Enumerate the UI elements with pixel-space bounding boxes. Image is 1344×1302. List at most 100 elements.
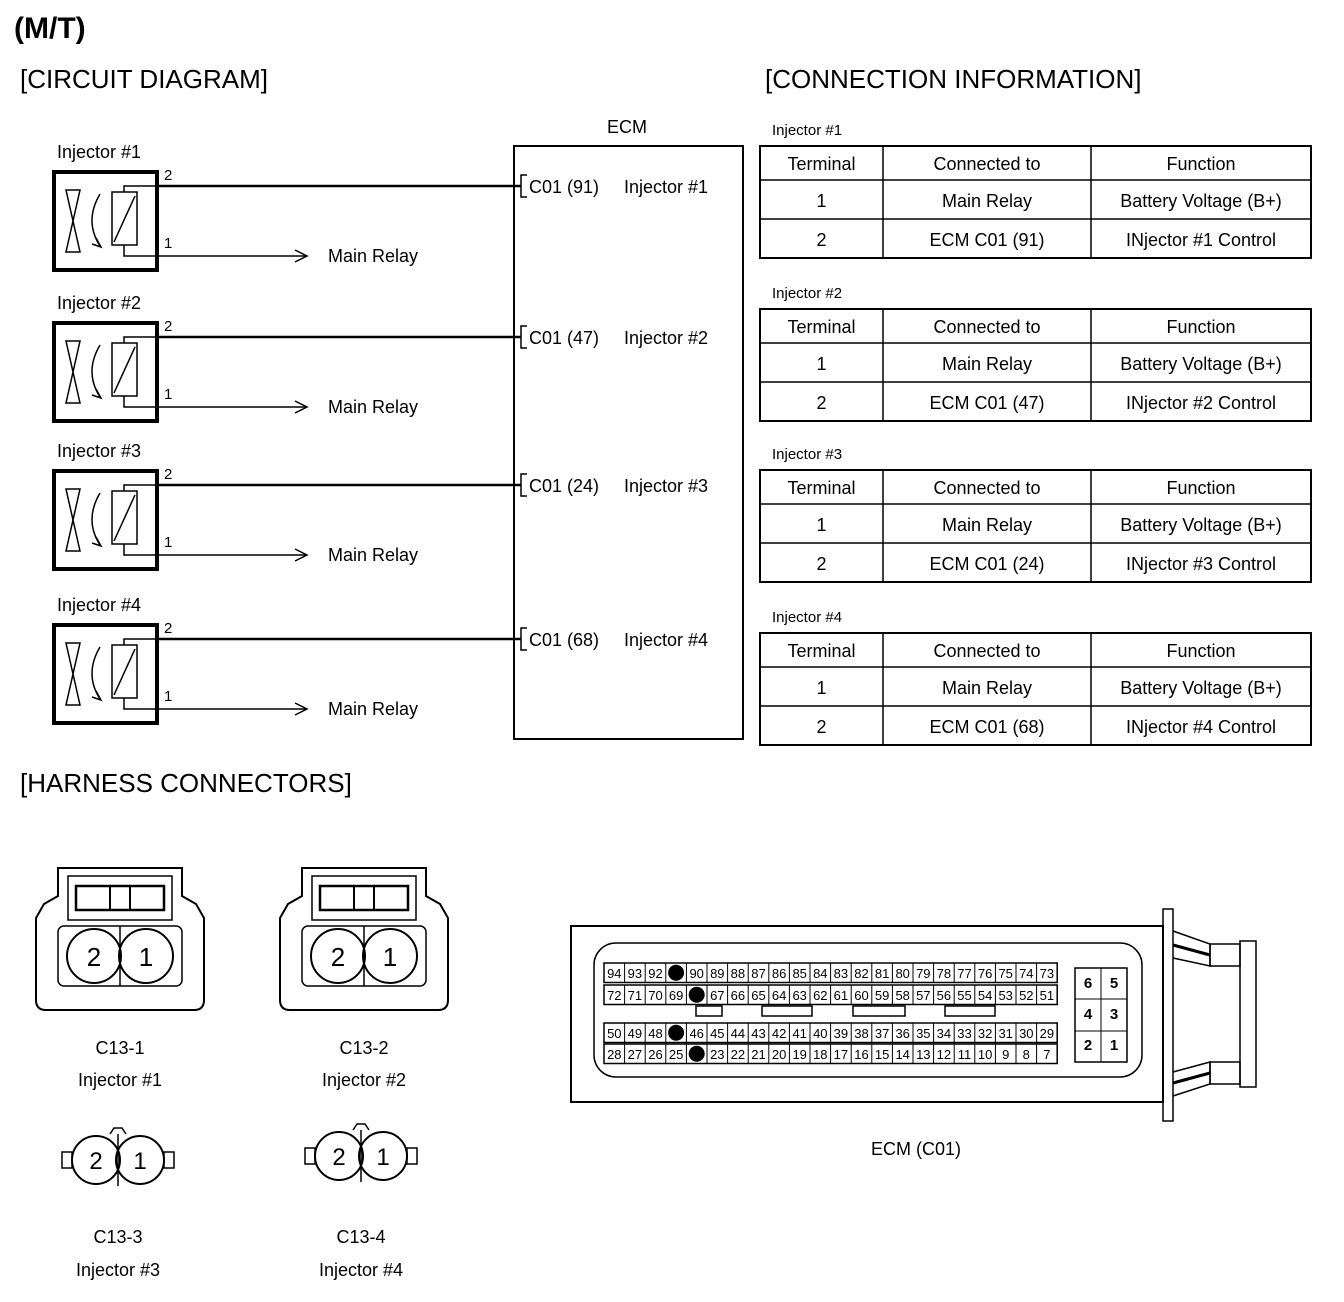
ecm-pin-number: 13 bbox=[916, 1047, 930, 1062]
connector-name: Injector #2 bbox=[322, 1070, 406, 1090]
table-header-cell: Connected to bbox=[933, 317, 1040, 337]
ecm-pin-number: 36 bbox=[895, 1026, 909, 1041]
connector-code: C13-1 bbox=[95, 1038, 144, 1058]
ecm-pin-number: 51 bbox=[1040, 988, 1054, 1003]
table-header-cell: Terminal bbox=[787, 154, 855, 174]
connector-code: C13-3 bbox=[93, 1227, 142, 1247]
connector-tab bbox=[406, 1147, 418, 1165]
ecm-pin-label: C01 (47) bbox=[529, 328, 599, 348]
table-header-cell: Connected to bbox=[933, 478, 1040, 498]
ecm-pin-number: 89 bbox=[710, 966, 724, 981]
ecm-pin-field bbox=[593, 942, 1143, 1078]
pin-cavity bbox=[358, 1131, 408, 1181]
ecm-pin-number: 15 bbox=[875, 1047, 889, 1062]
ecm-pin-number: 70 bbox=[648, 988, 662, 1003]
pin-1-label: 1 bbox=[164, 386, 172, 403]
table-border bbox=[759, 632, 1312, 746]
pin-1-label: 1 bbox=[164, 688, 172, 705]
ecm-pin-number: 33 bbox=[957, 1026, 971, 1041]
valve-symbol bbox=[65, 642, 81, 706]
main-relay-label: Main Relay bbox=[328, 397, 418, 417]
ecm-pin-number: 46 bbox=[689, 1026, 703, 1041]
ecm-pin-number: 39 bbox=[834, 1026, 848, 1041]
ecm-pin-bracket bbox=[520, 627, 527, 651]
pin-2-label: 2 bbox=[164, 466, 172, 483]
ecm-pin-number: 42 bbox=[772, 1026, 786, 1041]
relay-arrow-icon bbox=[294, 249, 309, 263]
ecm-pin-number: 31 bbox=[998, 1026, 1012, 1041]
connector-name: Injector #3 bbox=[76, 1260, 160, 1280]
ecm-pin-number: 77 bbox=[957, 966, 971, 981]
pin-cavity bbox=[310, 928, 366, 984]
injector-symbol-box bbox=[52, 623, 159, 725]
ecm-injector-label: Injector #3 bbox=[624, 476, 708, 496]
pin-number: 2 bbox=[331, 942, 345, 972]
injector-name-label: Injector #2 bbox=[57, 293, 141, 313]
ecm-connector-label: ECM (C01) bbox=[871, 1139, 961, 1159]
connector-outline bbox=[279, 867, 449, 1011]
table-title: Injector #2 bbox=[772, 285, 842, 302]
main-relay-label: Main Relay bbox=[328, 545, 418, 565]
pin-cavity bbox=[66, 928, 122, 984]
table-cell: ECM C01 (47) bbox=[929, 393, 1044, 413]
ecm-flange bbox=[1162, 908, 1174, 1122]
ecm-pin-number: 87 bbox=[751, 966, 765, 981]
pin-2-label: 2 bbox=[164, 620, 172, 637]
ecm-pin-number: 72 bbox=[607, 988, 621, 1003]
connector-tab bbox=[163, 1151, 175, 1169]
ecm-pin-number: 48 bbox=[648, 1026, 662, 1041]
ecm-pin-number: 45 bbox=[710, 1026, 724, 1041]
table-header-cell: Connected to bbox=[933, 641, 1040, 661]
connector-name: Injector #1 bbox=[78, 1070, 162, 1090]
table-cell: Battery Voltage (B+) bbox=[1120, 678, 1282, 698]
latch-bar bbox=[1239, 940, 1257, 1088]
table-cell: 1 bbox=[816, 191, 826, 211]
table-border bbox=[759, 145, 1312, 259]
ecm-pin-number: 65 bbox=[751, 988, 765, 1003]
arrowhead-icon bbox=[91, 690, 103, 702]
ecm-pin-number: 1 bbox=[1110, 1037, 1118, 1054]
table-cell: Battery Voltage (B+) bbox=[1120, 354, 1282, 374]
table-border bbox=[759, 469, 1312, 583]
ecm-pin-number: 49 bbox=[628, 1026, 642, 1041]
ecm-pin-number: 61 bbox=[834, 988, 848, 1003]
internal-wire-2 bbox=[123, 484, 157, 491]
pin-number: 1 bbox=[139, 942, 153, 972]
ecm-pin-number: 16 bbox=[854, 1047, 868, 1062]
lock-tab bbox=[318, 884, 410, 912]
ecm-pin-number: 30 bbox=[1019, 1026, 1033, 1041]
ecm-pin-number: 88 bbox=[731, 966, 745, 981]
ecm-pin-number: 7 bbox=[1043, 1047, 1050, 1062]
table-cell: ECM C01 (68) bbox=[929, 717, 1044, 737]
internal-wire-2 bbox=[123, 638, 157, 645]
ecm-pin-bracket bbox=[520, 325, 527, 349]
injector-name-label: Injector #3 bbox=[57, 441, 141, 461]
ecm-pin-number: 26 bbox=[648, 1047, 662, 1062]
ecm-pin-number: 63 bbox=[792, 988, 806, 1003]
ecm-pin-number: 34 bbox=[937, 1026, 951, 1041]
ecm-pin-number: 18 bbox=[813, 1047, 827, 1062]
table-cell: ECM C01 (91) bbox=[929, 230, 1044, 250]
solenoid-diagonal bbox=[113, 648, 136, 696]
ecm-pin-number: 29 bbox=[1040, 1026, 1054, 1041]
plugged-pin-dot bbox=[688, 1045, 705, 1062]
connector-code: C13-2 bbox=[339, 1038, 388, 1058]
key-notch bbox=[352, 1123, 370, 1131]
solenoid-diagonal bbox=[113, 346, 136, 394]
ecm-pin-number: 83 bbox=[834, 966, 848, 981]
pin-number: 1 bbox=[133, 1148, 146, 1175]
valve-symbol bbox=[65, 488, 81, 552]
table-cell: ECM C01 (24) bbox=[929, 554, 1044, 574]
internal-wire-2 bbox=[123, 336, 157, 343]
ecm-pin-number: 74 bbox=[1019, 966, 1033, 981]
ecm-pin-number: 56 bbox=[937, 988, 951, 1003]
